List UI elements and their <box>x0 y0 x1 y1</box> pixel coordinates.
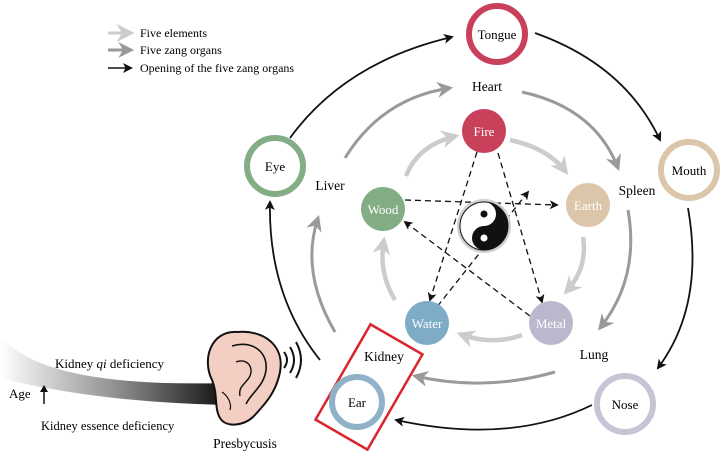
dash-wood-earth <box>404 199 559 210</box>
arrow-spleen-lung <box>598 209 633 331</box>
organ-kidney-label: Kidney <box>364 349 404 364</box>
yin-yang-icon <box>457 199 511 253</box>
nose-ring <box>594 373 656 435</box>
arrow-tongue-mouth <box>534 32 662 142</box>
opening-mouth: Mouth <box>658 139 720 201</box>
kidney-qi-deficiency-label: Kidney qi deficiency <box>55 356 165 371</box>
legend-five-zang-organs-label: Five zang organs <box>140 43 222 57</box>
arrow-metal-water <box>456 330 523 348</box>
ear-ring <box>329 374 385 430</box>
opening-nose: Nose <box>594 373 656 435</box>
wood-circle <box>361 187 405 231</box>
dash-water-earth <box>424 190 530 323</box>
earth-label: Earth <box>574 198 603 213</box>
dash-metal-wood <box>403 220 531 317</box>
element-fire: Fire <box>462 109 506 153</box>
metal-circle <box>529 301 573 345</box>
arrow-liver-heart <box>343 81 454 159</box>
arrow-mouth-nose <box>656 207 694 370</box>
arrow-kidney-liver <box>306 214 337 333</box>
arrow-heart-spleen <box>521 90 621 171</box>
control-star <box>403 151 559 323</box>
ear-illustration-icon <box>206 330 282 426</box>
water-circle <box>405 301 449 345</box>
dash-fire-water <box>427 151 478 302</box>
element-water: Water <box>405 301 449 345</box>
arrow-nose-ear <box>394 404 593 431</box>
metal-label: Metal <box>536 316 567 331</box>
legend-five-elements-label: Five elements <box>140 26 207 40</box>
nose-label: Nose <box>612 397 639 412</box>
kidney-ear-highlight <box>313 322 425 452</box>
ear-label: Ear <box>348 395 367 410</box>
opening-ear: Ear <box>329 374 385 430</box>
legend-opening-label: Opening of the five zang organs <box>140 61 294 75</box>
age-label: Age <box>9 386 31 401</box>
arrow-fire-earth <box>509 137 569 175</box>
element-metal: Metal <box>529 301 573 345</box>
arrow-water-wood <box>372 236 397 302</box>
opening-eye: Eye <box>244 135 306 197</box>
aging-panel: Kidney qi deficiency Kidney essence defi… <box>0 335 225 433</box>
arrow-eye-tongue <box>289 33 454 139</box>
organ-arrows <box>306 81 633 387</box>
organ-liver-label: Liver <box>315 178 345 193</box>
organ-spleen-label: Spleen <box>619 183 656 198</box>
kidney-essence-deficiency-label: Kidney essence deficiency <box>41 419 175 433</box>
earth-circle <box>566 183 610 227</box>
organ-lung-label: Lung <box>580 347 609 362</box>
element-arrows <box>372 130 587 348</box>
legend: Five elements Five zang organs Opening o… <box>108 24 294 75</box>
fire-circle <box>462 109 506 153</box>
up-arrow-icon <box>40 385 48 404</box>
mouth-ring <box>658 139 720 201</box>
eye-label: Eye <box>265 159 285 174</box>
arrow-lung-kidney <box>411 370 556 387</box>
wood-label: Wood <box>368 202 399 217</box>
presbycusis-label: Presbycusis <box>213 436 277 451</box>
opening-arrows <box>264 32 694 431</box>
eye-ring <box>244 135 306 197</box>
opening-tongue: Tongue <box>466 3 528 65</box>
aging-gradient-wedge <box>0 335 225 405</box>
sound-waves-icon <box>283 341 302 379</box>
arrow-earth-metal <box>563 236 587 295</box>
fire-label: Fire <box>474 124 495 139</box>
organ-heart-label: Heart <box>472 79 502 94</box>
highlight-box <box>313 322 425 452</box>
element-earth: Earth <box>566 183 610 227</box>
arrow-wood-fire <box>403 130 460 177</box>
dash-fire-metal <box>497 152 545 304</box>
element-wood: Wood <box>361 187 405 231</box>
tongue-ring <box>466 3 528 65</box>
water-label: Water <box>412 316 443 331</box>
mouth-label: Mouth <box>672 163 707 178</box>
tongue-label: Tongue <box>478 27 517 42</box>
arrow-ear-eye <box>264 200 321 361</box>
